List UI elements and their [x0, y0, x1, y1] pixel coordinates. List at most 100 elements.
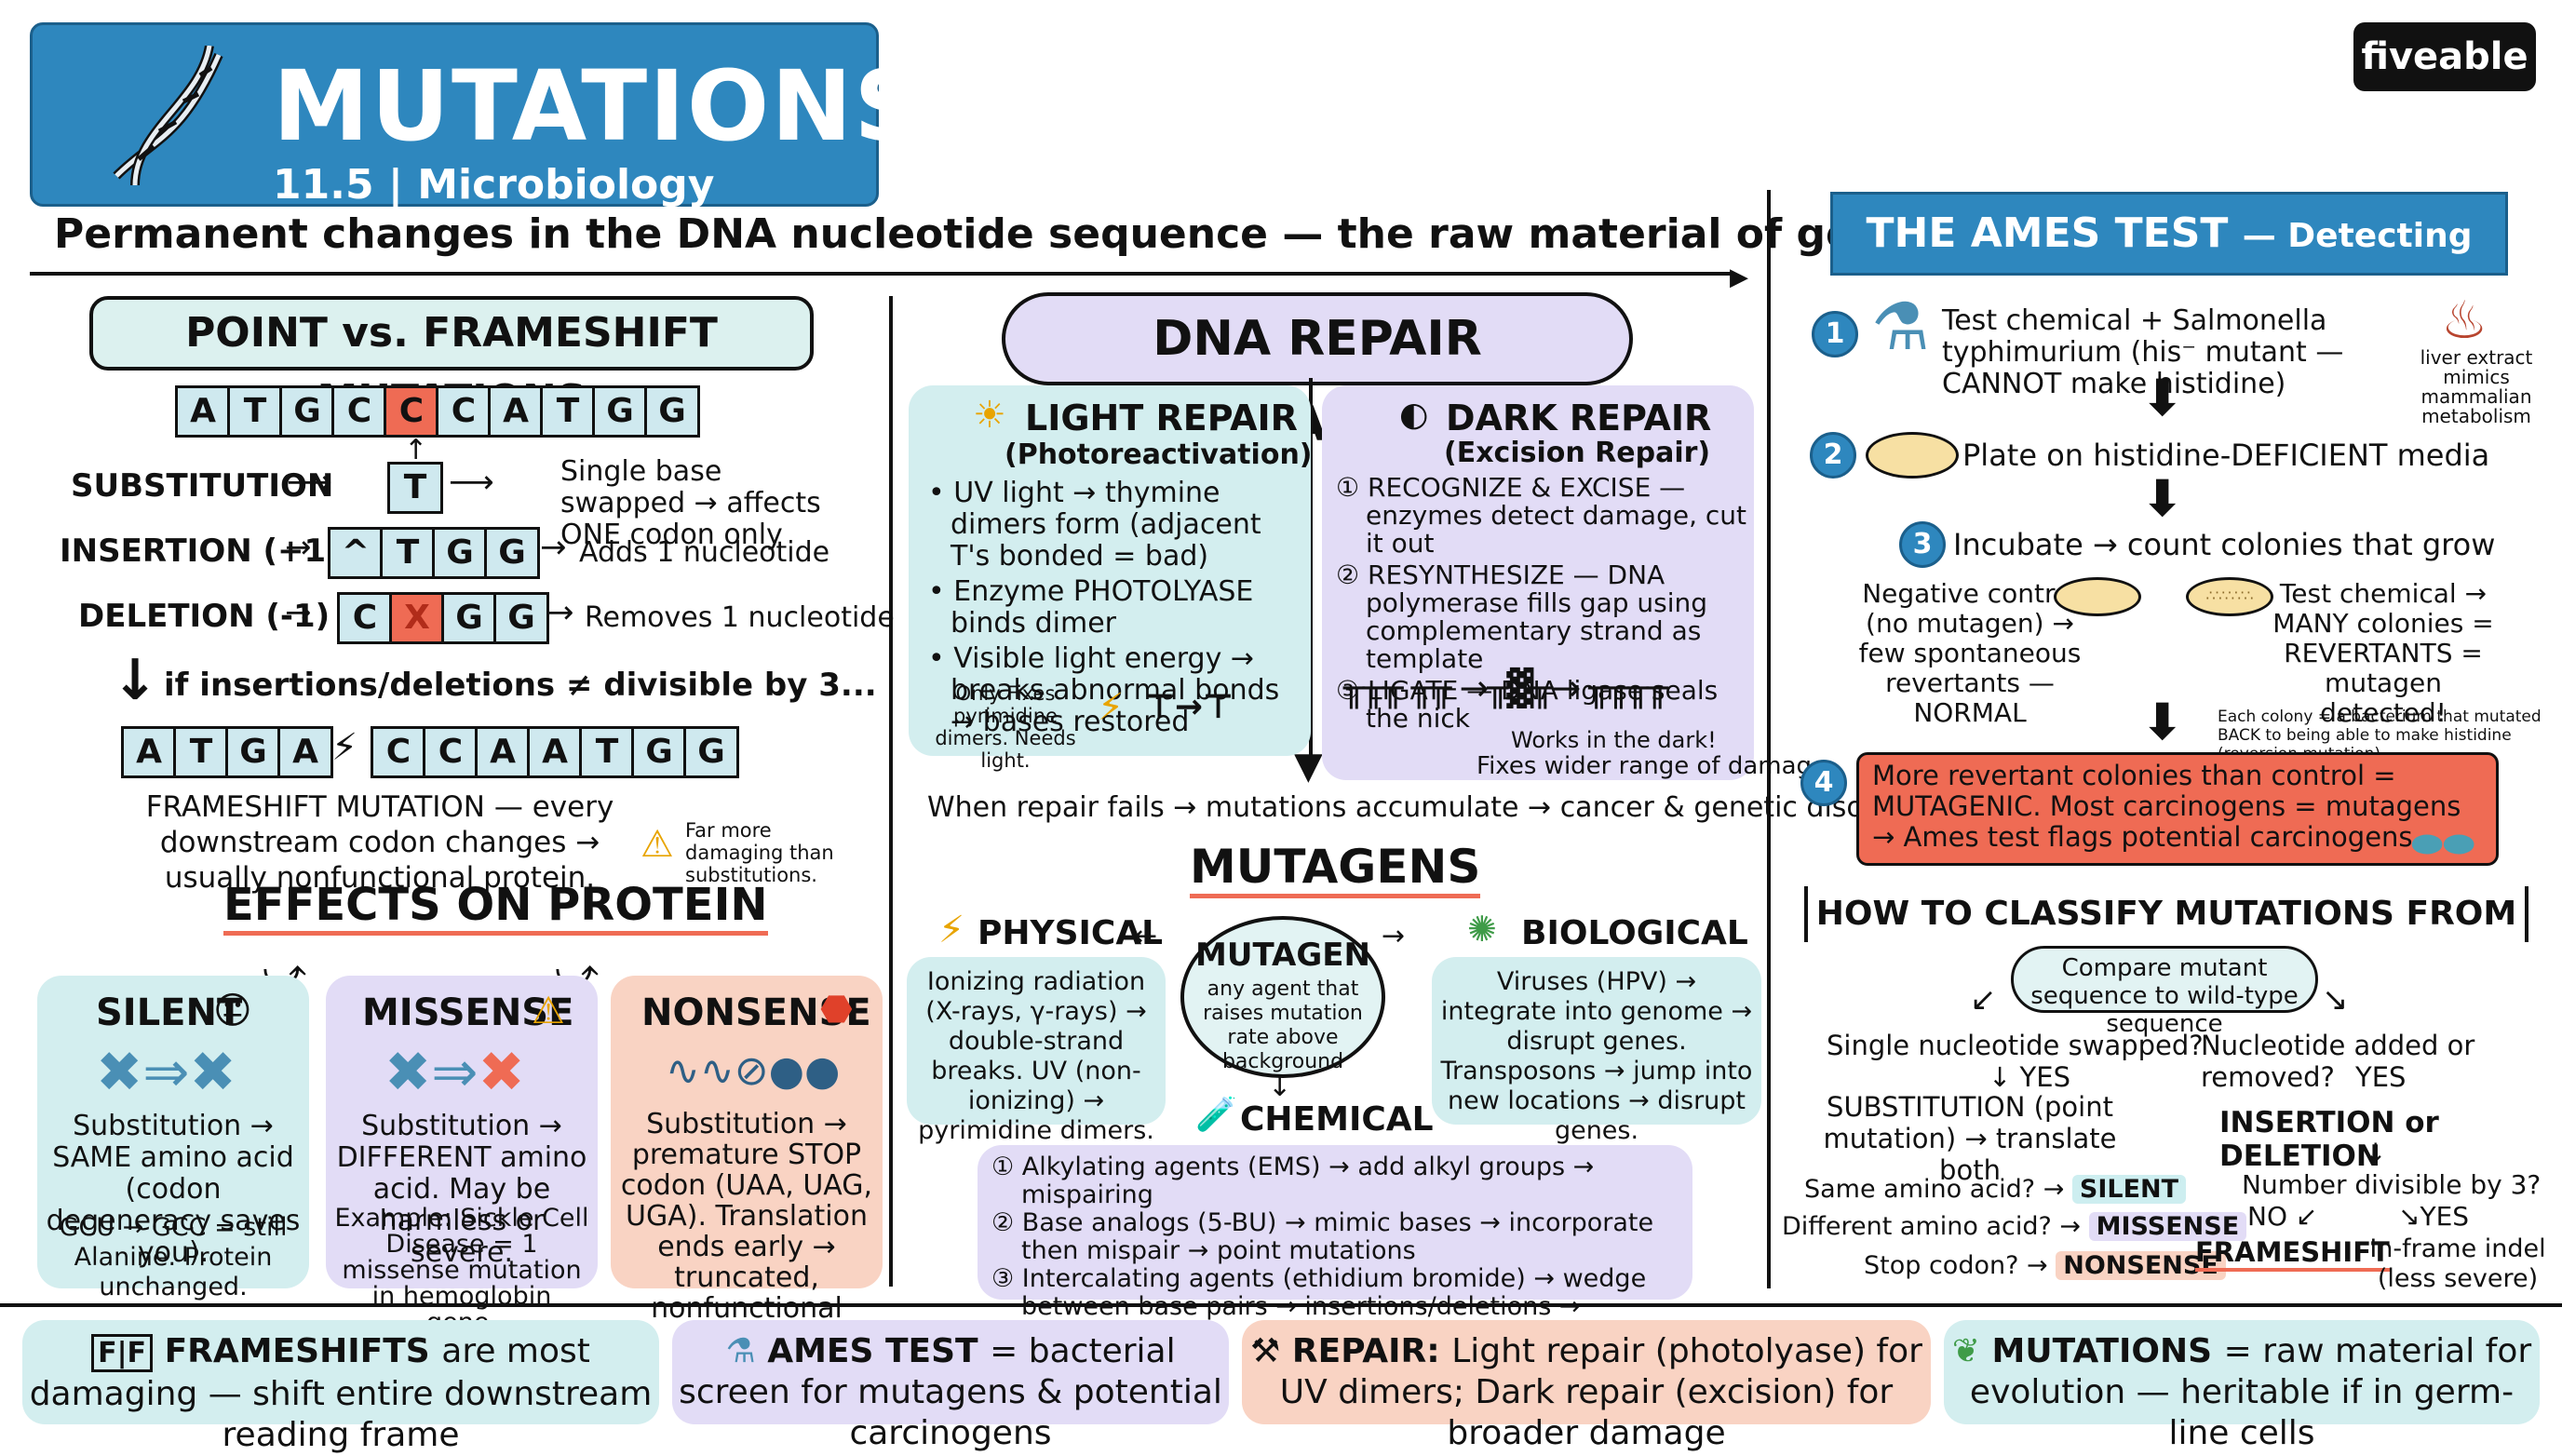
flask-icon: ⚗ — [725, 1332, 756, 1370]
neutral-face-icon: 😐 — [213, 990, 252, 1032]
nonsense-text: Substitution → premature STOP codon (UAA… — [620, 1108, 873, 1355]
ames-step-1: Test chemical + Salmonella typhimurium (… — [1942, 304, 2344, 400]
column-divider-2 — [1767, 190, 1771, 1288]
yes-right: YES — [2355, 1061, 2407, 1093]
sequence-base: A — [527, 726, 583, 778]
arrow-right-icon: → — [547, 594, 574, 631]
sequence-base: G — [279, 385, 335, 438]
arrow-right-icon: ⟶ — [287, 464, 332, 501]
question-substitution: Single nucleotide swapped? — [1827, 1030, 2204, 1061]
light-bullet: • Visible light energy → breaks abnormal… — [928, 642, 1280, 738]
physical-title: PHYSICAL — [978, 914, 1164, 952]
dark-step: ③ LIGATE — DNA ligase seals the nick — [1336, 675, 1719, 734]
title-banner: MUTATIONS 11.5 | Microbiology — [30, 22, 924, 209]
petri-dish-icon — [1866, 432, 1959, 479]
flask-icon: ⚗ — [1871, 289, 1930, 365]
light-repair-title: LIGHT REPAIR — [1025, 398, 1298, 438]
arrow-up-icon: ↑ — [404, 434, 428, 466]
classify-different-row: Different amino acid? → MISSENSE — [1782, 1212, 2247, 1241]
arrow-down-icon: ↓ — [112, 648, 159, 713]
ames-step-4: More revertant colonies than control = M… — [1872, 760, 2461, 853]
ames-step-3: Incubate → count colonies that grow — [1953, 527, 2496, 562]
step-2-badge: 2 — [1810, 432, 1856, 479]
repair-failure-text: When repair fails → mutations accumulate… — [927, 791, 1936, 824]
point-frameshift-heading: POINT vs. FRAMESHIFT MUTATIONS — [89, 296, 814, 424]
arrow-down-left-icon: ↙ — [1970, 981, 1997, 1018]
ames-banner: THE AMES TEST — Detecting Mutagens — [1830, 192, 2508, 336]
chemical-items: ① Alkylating agents (EMS) → add alkyl gr… — [990, 1153, 1682, 1349]
compare-bubble: Compare mutant sequence to wild-type seq… — [2011, 946, 2318, 1038]
arrow-down-icon: ⬇ — [2141, 693, 2184, 751]
substituted-base: T — [387, 462, 443, 514]
arrow-right-icon: → — [285, 529, 312, 566]
sequence-base: T — [579, 726, 635, 778]
step-1-badge: 1 — [1812, 311, 1858, 357]
column-divider-1 — [889, 296, 893, 1287]
dark-step: ① RECOGNIZE & EXCISE — enzymes detect da… — [1336, 472, 1746, 559]
break-zigzag-icon: ⚡ — [331, 726, 358, 769]
arrow-down-right-icon: ↘ — [2322, 981, 2349, 1018]
insertion-base: ^ — [328, 527, 384, 579]
dark-repair-title: DARK REPAIR — [1446, 398, 1712, 438]
stop-sign-icon: ⬣ — [820, 988, 853, 1031]
light-repair-note: Only Fixes pyrimidine dimers. Needs ligh… — [935, 682, 1076, 772]
effects-heading: EFFECTS ON PROTEIN — [223, 879, 768, 936]
missense-text: Substitution → DIFFERENT amino acid. May… — [336, 1110, 587, 1269]
tools-icon: ⚒ — [1250, 1332, 1281, 1370]
step-3-badge: 3 — [1899, 521, 1946, 568]
indel-result: INSERTION or DELETION — [2219, 1106, 2439, 1173]
substitution-label: SUBSTITUTION — [71, 467, 334, 505]
divisible-question: Number divisible by 3? — [2242, 1169, 2542, 1200]
question-indel: Nucleotide added or removed? — [2201, 1030, 2475, 1093]
light-bullet: • UV light → thymine dimers form (adjace… — [928, 477, 1261, 573]
page-title: MUTATIONS — [273, 49, 926, 163]
sequence-base: T — [227, 385, 283, 438]
nonsense-panel: NONSENSE ⬣ ∿∿⊘●● Substitution → prematur… — [611, 976, 883, 1355]
amino-acid-swap-icon: ✖⇒✖ — [384, 1040, 525, 1105]
missense-example: Example: Sickle Cell Disease = 1 missens… — [334, 1204, 589, 1336]
frame-icon: F|F — [91, 1334, 154, 1372]
arrow-down-icon: ⬇ — [2141, 469, 2184, 528]
classify-stop-row: Stop codon? → NONSENSE — [1864, 1251, 2226, 1280]
missense-title: MISSENSE — [362, 991, 574, 1034]
deletion-base: G — [493, 592, 549, 644]
frameshift-warning: Far more damaging than substitutions. — [685, 819, 834, 886]
chemical-panel: ① Alkylating agents (EMS) → add alkyl gr… — [978, 1145, 1692, 1349]
ames-banner-subtitle: — Detecting Mutagens — [2075, 217, 2473, 336]
nonsense-title: NONSENSE — [641, 991, 871, 1034]
mutagens-heading: MUTAGENS — [1190, 840, 1481, 898]
warning-icon: ⚠ — [532, 990, 565, 1032]
classify-same-row: Same amino acid? → SILENT — [1804, 1175, 2187, 1204]
virus-icon: ✺ — [1467, 909, 1497, 950]
fiveable-logo[interactable]: fiveable — [2353, 22, 2536, 91]
colony-plate-icon: ∴∵∴∵∴ — [2186, 577, 2273, 616]
frameshift-sequence: A T G A ⚡ C C A A T G G — [121, 726, 763, 778]
arrow-down-icon: ↓ — [1268, 1071, 1292, 1103]
sequence-base: C — [423, 726, 479, 778]
arrow-right-icon: ▶ — [1730, 263, 1748, 291]
warning-icon: ⚠ — [640, 823, 674, 866]
mutagen-center-text: any agent that raises mutation rate abov… — [1203, 977, 1363, 1073]
sequence-base: T — [173, 726, 229, 778]
tagline-divider — [30, 272, 1733, 276]
light-repair-panel: ☀ LIGHT REPAIR (Photoreactivation) • UV … — [909, 385, 1313, 772]
arrow-right-icon: ⟶ — [449, 464, 494, 501]
empty-plate-icon — [2054, 577, 2141, 616]
arrow-down-icon: ⬇ — [2141, 369, 2184, 427]
biological-panel: Viruses (HPV) → integrate into genome → … — [1432, 957, 1761, 1145]
chemical-title: CHEMICAL — [1240, 1100, 1434, 1139]
silent-tag: SILENT — [2071, 1175, 2187, 1204]
sequence-base: G — [631, 726, 687, 778]
substitution-result: SUBSTITUTION (point mutation) → translat… — [1823, 1091, 2117, 1186]
sequence-base: A — [488, 385, 544, 438]
lightning-icon: ⚡ — [938, 909, 965, 951]
sequence-base-highlight: C — [384, 385, 439, 438]
sequence-base: A — [475, 726, 531, 778]
light-repair-bullets: • UV light → thymine dimers form (adjace… — [924, 478, 1297, 738]
lightning-icon: ⚡ — [1098, 686, 1125, 729]
physical-text: Ionizing radiation (X-rays, γ-rays) → do… — [918, 967, 1154, 1145]
dark-repair-range: Fixes wider range of damage. — [1477, 752, 1835, 780]
sequence-base: T — [540, 385, 596, 438]
sun-icon: ☀ — [973, 394, 1006, 437]
classify-heading: HOW TO CLASSIFY MUTATIONS FROM SEQUENCES — [1804, 886, 2528, 989]
